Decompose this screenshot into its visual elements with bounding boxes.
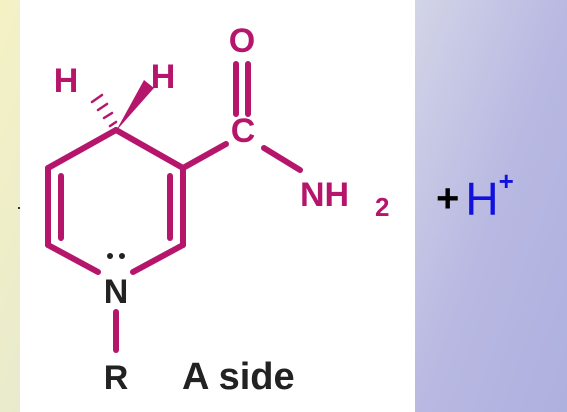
hash-bond-3 <box>96 102 109 112</box>
molecule-panel <box>20 0 415 412</box>
bond-c3-carbonyl <box>180 141 229 171</box>
atom-nh-subscript: 2 <box>375 192 389 222</box>
proton-symbol: H <box>465 173 499 225</box>
atom-o: O <box>229 22 255 60</box>
bond-c5-c4 <box>45 127 119 171</box>
stray-dot <box>18 207 20 209</box>
proton-term: +H+ <box>436 166 514 226</box>
atom-h-left: H <box>54 62 79 100</box>
hash-bond-2 <box>102 111 114 120</box>
proton-charge: + <box>498 166 514 196</box>
atom-r: R <box>104 359 129 397</box>
wedge-bond <box>116 80 154 131</box>
plus-sign: + <box>436 176 460 221</box>
lone-pair-right <box>119 253 125 259</box>
bond-c4-c3 <box>113 127 186 171</box>
atom-h-right: H <box>151 58 176 96</box>
hash-bond-1 <box>108 120 118 128</box>
atom-nh: NH <box>300 176 349 214</box>
bond-c-nh2 <box>261 145 303 173</box>
hash-bond-4 <box>90 93 104 104</box>
lone-pair-left <box>107 253 113 259</box>
side-label: A side <box>182 356 295 398</box>
atom-n: N <box>104 273 129 311</box>
bond-n1-c6 <box>45 242 101 275</box>
atom-c: C <box>231 112 256 150</box>
bond-c2-n1 <box>130 242 186 275</box>
